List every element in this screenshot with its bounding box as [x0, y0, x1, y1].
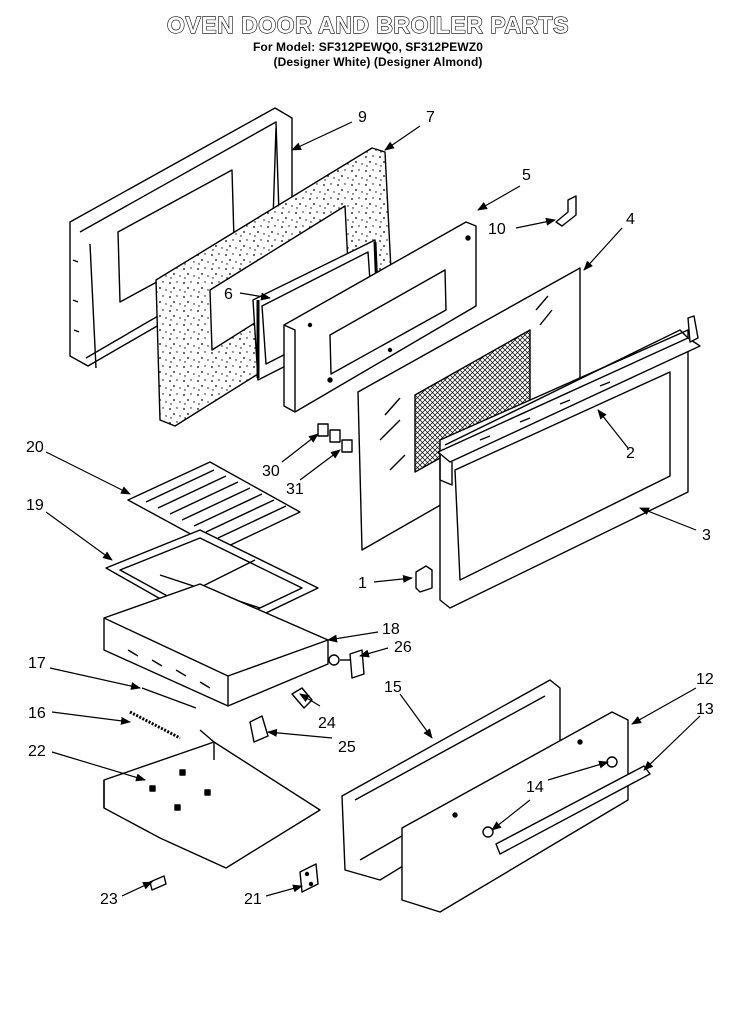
part-30-31-hinge-plates: [317, 423, 353, 453]
callout-23: 23: [100, 891, 118, 908]
callout-6: 6: [224, 286, 233, 303]
part-24-clamp: [291, 687, 313, 709]
callout-15: 15: [384, 679, 402, 696]
part-5-inner-door-panel: [283, 221, 477, 413]
callout-16: 16: [28, 705, 46, 722]
callout-20: 20: [26, 439, 44, 456]
callout-18: 18: [382, 621, 400, 638]
callout-7: 7: [426, 109, 435, 126]
part-3-outer-door-frame: [439, 329, 689, 609]
callout-5: 5: [522, 167, 531, 184]
part-23-screw: [149, 875, 167, 891]
callout-25: 25: [338, 739, 356, 756]
part-21-hinge-plate: [299, 863, 319, 893]
callout-12: 12: [696, 671, 714, 688]
callout-10: 10: [488, 221, 506, 238]
callout-13: 13: [696, 701, 714, 718]
callout-26: 26: [394, 639, 412, 656]
part-7-door-insulation: [155, 147, 393, 427]
part-14-screws: [482, 756, 618, 838]
page-title: OVEN DOOR AND BROILER PARTS: [166, 11, 569, 38]
part-16-spring: [129, 710, 181, 740]
callout-30: 30: [262, 463, 280, 480]
part-10-clip: [555, 195, 577, 227]
part-20-broiler-grid: [127, 461, 301, 551]
callout-labels: 9 7 5 10 4 6 2 3 1 20 19 18 26 17 16 24 …: [26, 109, 714, 908]
callout-14: 14: [526, 779, 544, 796]
part-13-drawer-handle: [495, 765, 651, 855]
callout-9: 9: [358, 109, 367, 126]
callout-3: 3: [702, 527, 711, 544]
callout-21: 21: [244, 891, 262, 908]
callout-1: 1: [358, 575, 367, 592]
part-25-bracket: [249, 715, 269, 743]
callout-19: 19: [26, 497, 44, 514]
part-17-rod: [141, 687, 197, 709]
callout-24: 24: [318, 715, 336, 732]
part-2-door-trim: [437, 315, 701, 486]
model-colors: (Designer White) (Designer Almond): [273, 55, 483, 69]
model-numbers: For Model: SF312PEWQ0, SF312PEWZ0: [252, 40, 484, 54]
callout-2: 2: [626, 445, 635, 462]
callout-17: 17: [28, 655, 46, 672]
callout-4: 4: [626, 211, 635, 228]
part-22-drawer-bottom: [103, 729, 321, 869]
callout-31: 31: [286, 481, 304, 498]
part-9-inner-door-liner: [69, 107, 293, 369]
callout-leaders: [45, 121, 701, 897]
part-26-screw: [328, 649, 365, 679]
part-18-broiler-pan: [103, 583, 329, 707]
callout-22: 22: [28, 743, 46, 760]
part-1-bracket: [415, 565, 433, 593]
